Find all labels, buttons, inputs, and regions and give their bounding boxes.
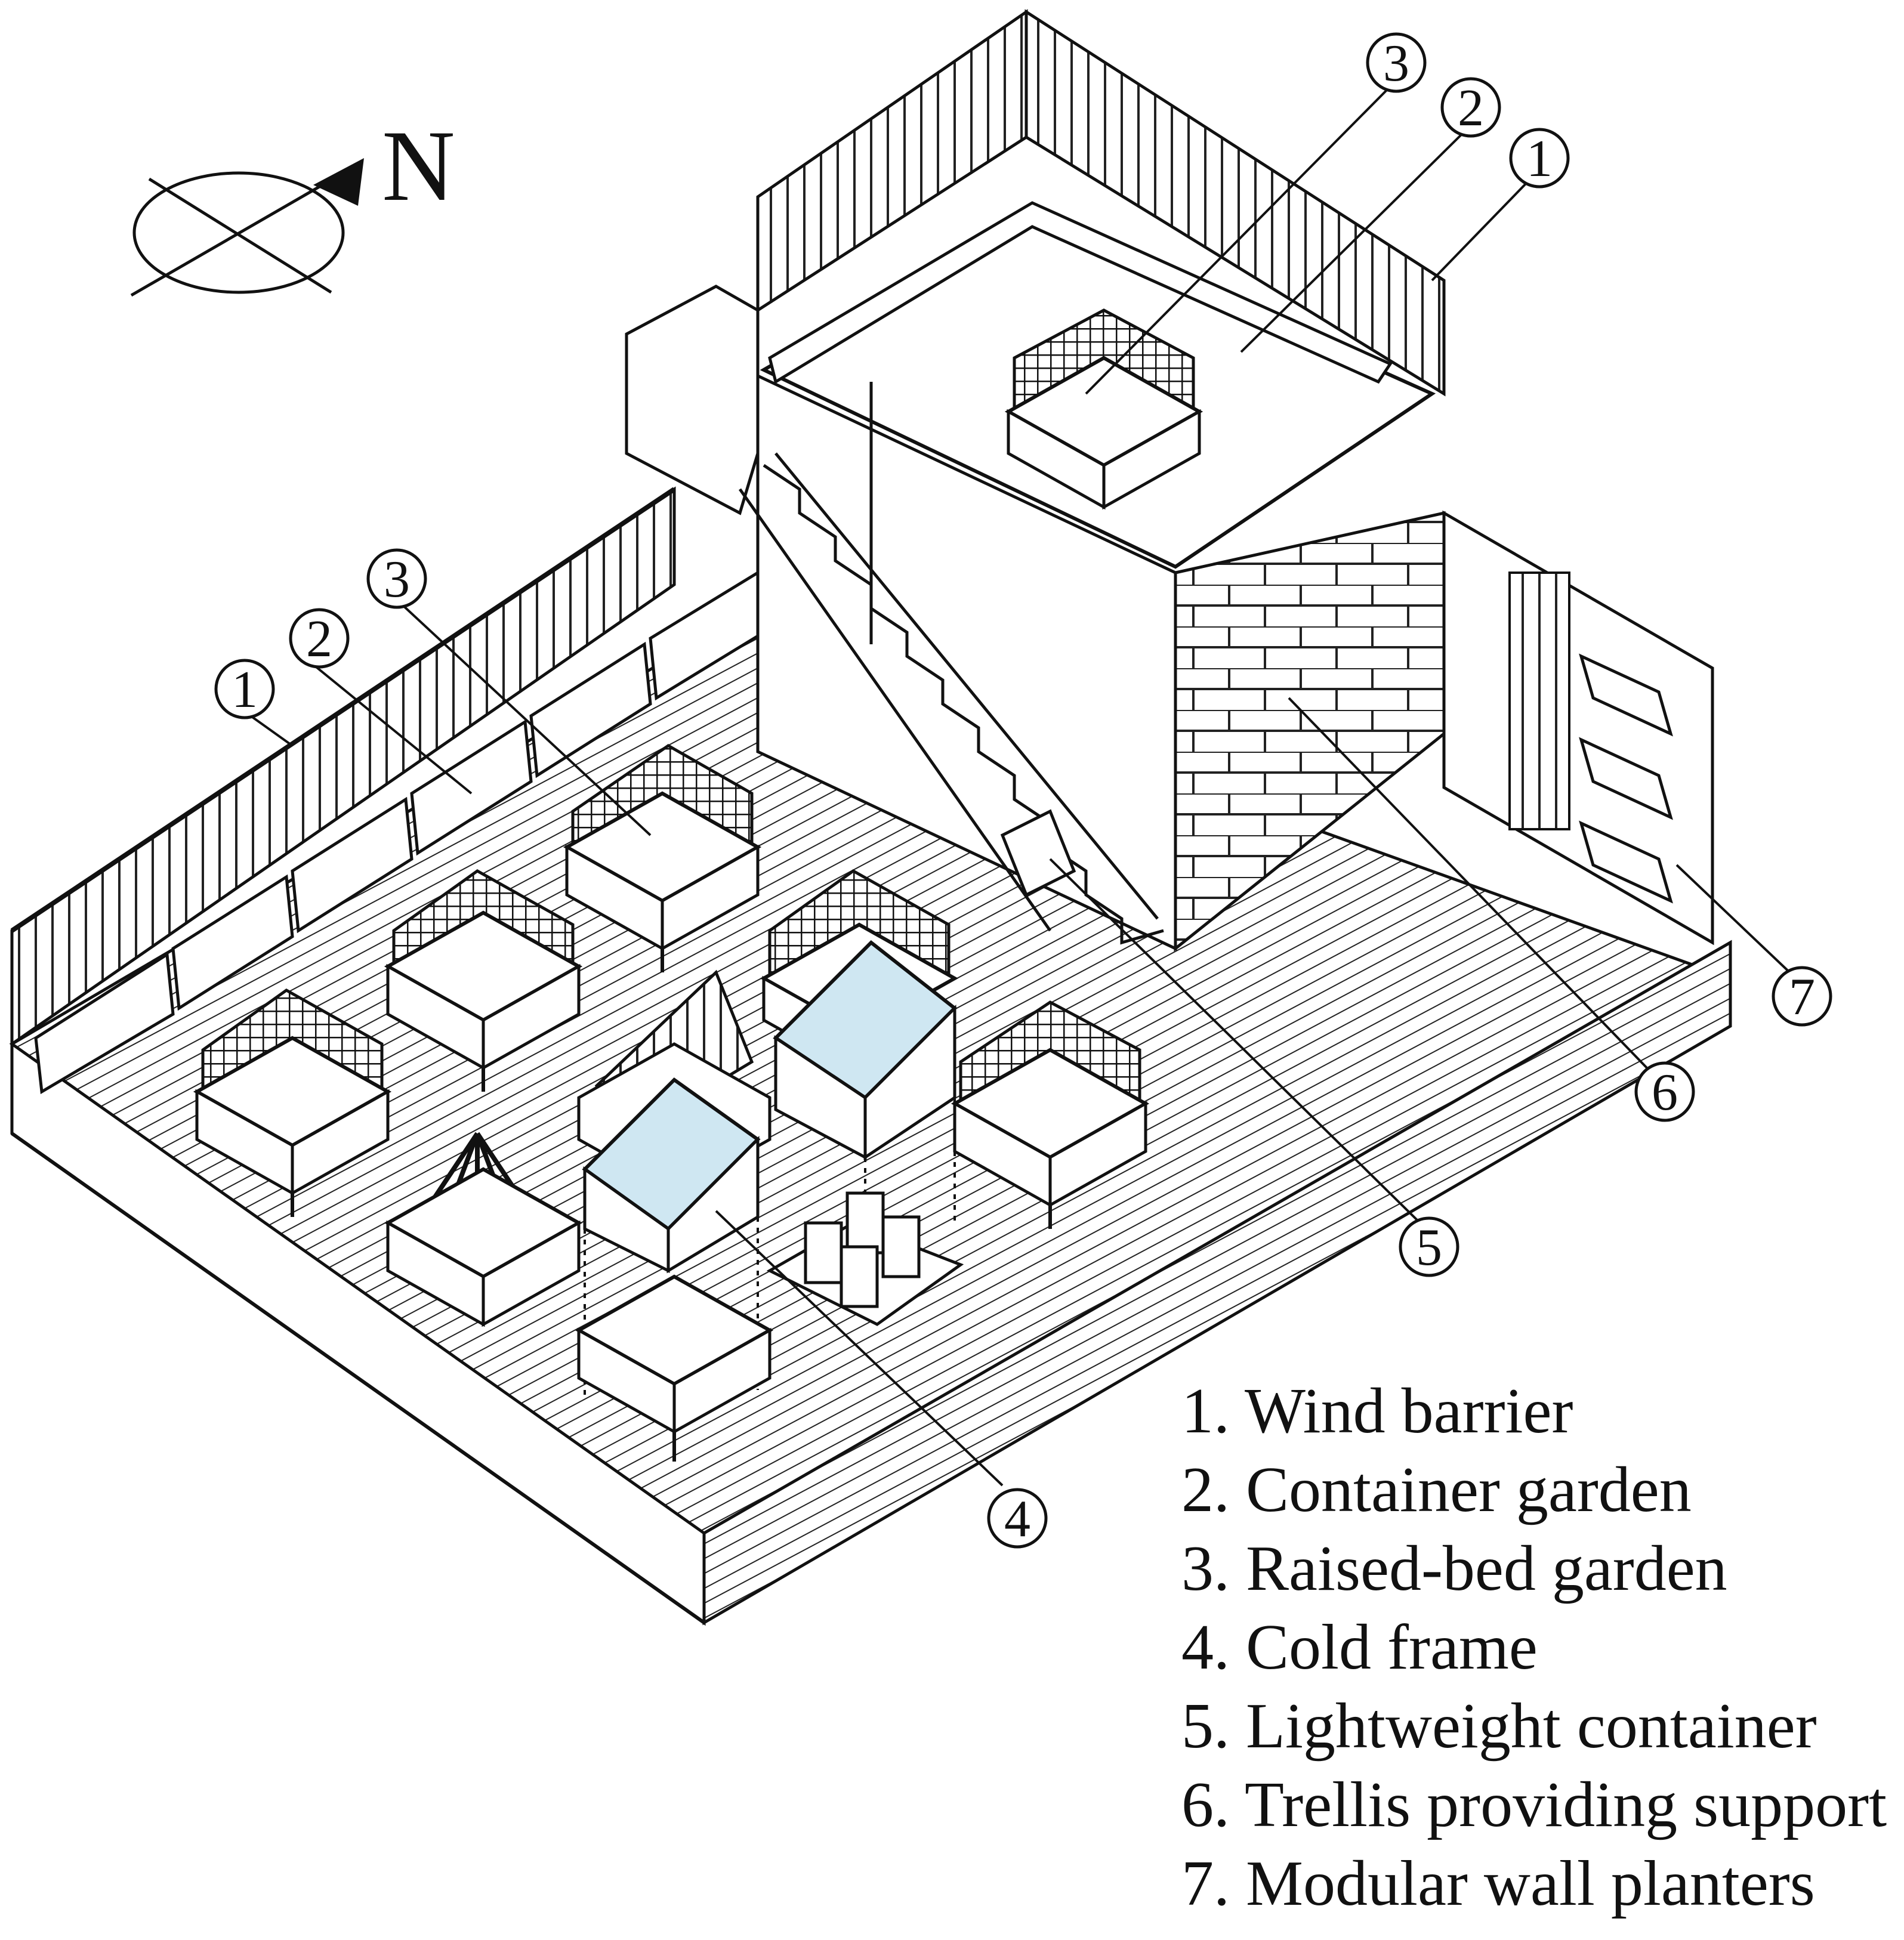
callout-lower-2: 2 (289, 608, 350, 669)
raised-bed-b-side (482, 963, 581, 1071)
cold-frame-projection-lines (584, 1098, 956, 1396)
raised-bed-bottom-side (672, 1327, 772, 1435)
container-pot-2 (845, 1191, 885, 1255)
callout-lower-1-label: 1 (232, 661, 258, 719)
lower-container-garden (34, 570, 766, 1095)
north-arrow-icon (313, 158, 364, 206)
legend-item-5: 5. Lightweight container (1181, 1691, 1817, 1762)
louver-panel (1508, 572, 1570, 830)
cold-frame-upper (773, 940, 958, 1160)
stair-landing (625, 285, 760, 515)
leader-lower-1 (249, 715, 294, 747)
legend-item-2: 2. Container garden (1181, 1454, 1692, 1525)
container-pot-4 (840, 1245, 879, 1308)
callout-upper-2: 2 (1440, 77, 1501, 138)
callout-4-label: 4 (1004, 1490, 1030, 1548)
deck-edge (11, 1132, 705, 1624)
callout-5-label: 5 (1416, 1219, 1442, 1277)
legend: 1. Wind barrier 2. Container garden 3. R… (1181, 1372, 1897, 1923)
callout-upper-2-label: 2 (1458, 79, 1484, 137)
callout-upper-1: 1 (1509, 128, 1570, 189)
callout-6-label: 6 (1652, 1064, 1678, 1122)
raised-bed-e-side (1048, 1101, 1147, 1208)
legend-item-7: 7. Modular wall planters (1181, 1848, 1815, 1919)
right-wall (1442, 510, 1714, 946)
stair-planter (1000, 809, 1076, 897)
raised-bed-e (951, 1000, 1150, 1229)
callout-7: 7 (1772, 966, 1832, 1027)
pyramid-trellis-bed (384, 1132, 583, 1327)
wall-planter-2 (1579, 737, 1673, 820)
compass-north-label: N (382, 110, 455, 222)
legend-item-3: 3. Raised-bed garden (1181, 1533, 1727, 1604)
legend-item-4: 4. Cold frame (1181, 1612, 1538, 1683)
upper-terrace (756, 9, 1446, 952)
upper-container-box (768, 201, 1393, 384)
right-wall-face (1442, 510, 1714, 946)
leader-upper-3 (1085, 82, 1394, 395)
wall-planter-3 (1579, 820, 1673, 904)
leader-lines (249, 82, 1797, 1487)
callout-lower-1: 1 (214, 659, 275, 719)
leader-6 (1288, 697, 1648, 1069)
callout-4: 4 (987, 1488, 1048, 1549)
stairs (625, 285, 1164, 945)
stair-steps (763, 464, 1164, 945)
legend-item-1: 1. Wind barrier (1181, 1376, 1573, 1447)
upper-raised-bed-side (1102, 409, 1201, 510)
callout-5: 5 (1399, 1216, 1459, 1277)
lower-fence-rail (10, 487, 676, 933)
raised-bed-a-side (661, 844, 760, 952)
leader-7 (1675, 864, 1797, 980)
callout-lower-3-label: 3 (384, 551, 410, 608)
lower-wind-barrier (10, 486, 676, 1047)
leader-5 (1049, 858, 1421, 1224)
raised-bed-a (563, 744, 762, 972)
container-box-1 (34, 952, 175, 1095)
callout-6: 6 (1634, 1061, 1695, 1122)
leader-lower-3 (399, 601, 652, 836)
compass-ellipse (132, 171, 345, 294)
callout-lower-3: 3 (366, 548, 427, 609)
raised-bed-c (193, 988, 392, 1217)
deck-front-right-side (702, 940, 1732, 1626)
lightweight-container-cluster (766, 1191, 964, 1326)
upper-wind-barrier-right (1024, 9, 1446, 397)
callout-upper-3: 3 (1366, 32, 1427, 93)
callout-7-label: 7 (1789, 968, 1815, 1026)
raised-bed-bottom (575, 1274, 774, 1462)
compass: N (130, 110, 455, 297)
leader-upper-1 (1431, 181, 1529, 282)
leader-4 (715, 1210, 1004, 1487)
container-box-3 (291, 796, 413, 934)
raised-bed-b (384, 869, 583, 1092)
callout-lower-2-label: 2 (306, 610, 332, 668)
container-box-2 (171, 874, 294, 1011)
legend-item-6: 6. Trellis providing support (1181, 1769, 1887, 1840)
callout-upper-1-label: 1 (1526, 130, 1553, 188)
wall-planter-1 (1579, 653, 1673, 737)
leader-upper-2 (1240, 127, 1469, 353)
stair-stringer (738, 452, 1159, 932)
pyramid-bed-side (482, 1220, 581, 1327)
compass-line-se (148, 177, 332, 294)
leader-lower-2 (309, 661, 473, 795)
container-pot-1 (804, 1221, 843, 1284)
cold-frame-lower (582, 1077, 956, 1396)
callout-upper-3-label: 3 (1383, 35, 1409, 92)
container-pot-3 (881, 1215, 921, 1278)
container-box-5 (529, 641, 652, 779)
container-box-4 (410, 719, 533, 856)
raised-bed-c-side (291, 1089, 390, 1196)
